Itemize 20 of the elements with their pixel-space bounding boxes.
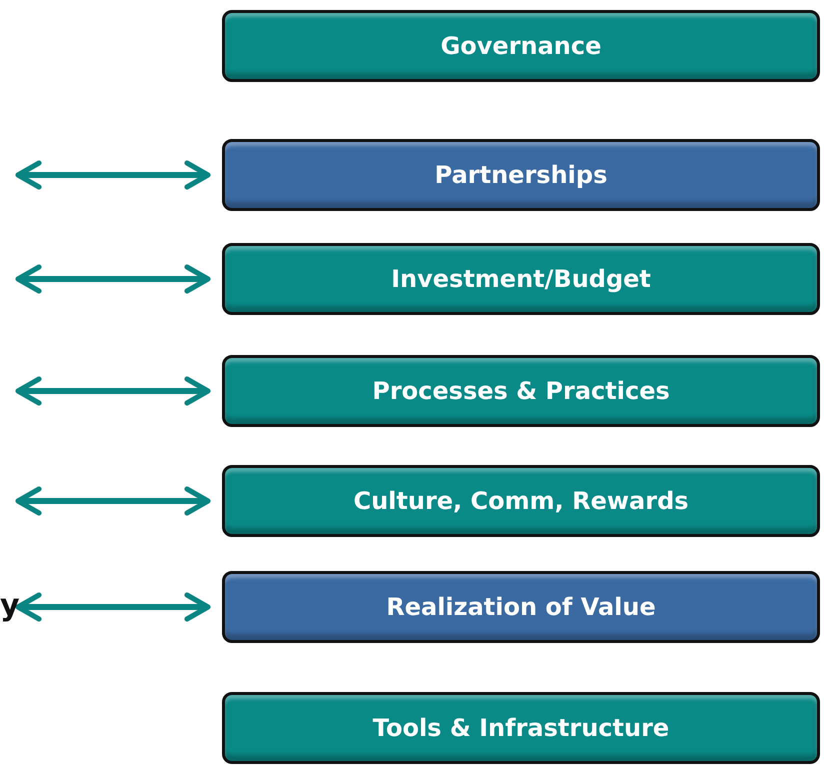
double-arrow [15,160,211,190]
double-arrow [15,592,211,622]
bar-label: Governance [440,32,602,60]
double-arrow [15,486,211,516]
bar-label: Investment/Budget [391,265,651,293]
double-arrow [15,264,211,294]
bar-label: Tools & Infrastructure [372,714,670,742]
category-bar [222,355,820,427]
bar-label: Processes & Practices [372,377,670,405]
category-bar [222,692,820,764]
category-bar [222,465,820,537]
cut-off-text: y [0,591,20,621]
bar-label: Culture, Comm, Rewards [353,487,689,515]
category-bar [222,139,820,211]
bar-label: Partnerships [434,161,608,189]
category-bar [222,10,820,82]
double-arrow [15,376,211,406]
category-bar [222,571,820,643]
category-bar [222,243,820,315]
bar-label: Realization of Value [386,593,656,621]
